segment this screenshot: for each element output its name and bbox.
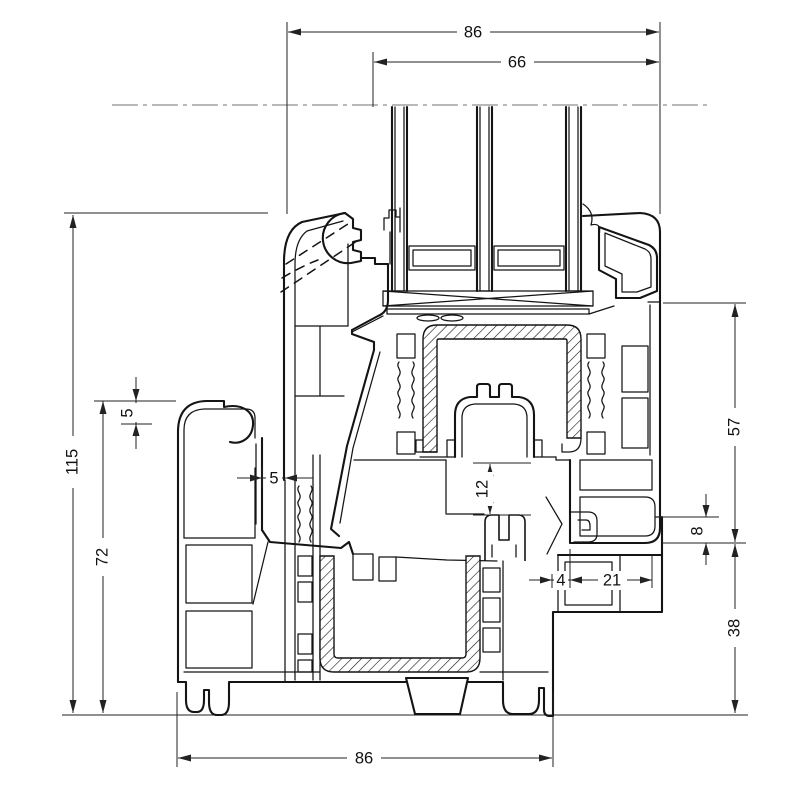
dimension-label: 5 — [269, 469, 278, 487]
dimension-base-height: 38 — [724, 544, 746, 713]
dimension-top-width: 86 — [286, 22, 661, 214]
sash-right-wall — [555, 230, 662, 545]
frame-seal-lip — [545, 496, 563, 555]
glass-pane-middle — [475, 105, 494, 293]
spacer-bar-left — [408, 245, 476, 271]
sash-bottom-hook — [569, 511, 598, 543]
dimension-glazing-width: 66 — [372, 52, 659, 107]
gasket-bulb — [321, 211, 363, 265]
frame-chambers-right — [482, 560, 504, 681]
dimension-label: 86 — [355, 749, 373, 767]
frame-rebate-surface — [260, 528, 355, 556]
hardware-channel — [419, 382, 557, 459]
dimension-label: 86 — [464, 23, 482, 41]
dimension-label: 12 — [473, 480, 491, 498]
frame-bottom-feet — [176, 671, 555, 718]
dimension-label: 115 — [63, 449, 81, 475]
spacer-bar-right — [493, 245, 565, 271]
dimension-overlap: 8 — [659, 494, 719, 565]
steel-reinforcement-sash — [415, 324, 582, 453]
dimension-label: 5 — [118, 408, 136, 417]
frame-profile — [176, 399, 664, 718]
coextruded-gasket-dashed — [280, 221, 358, 293]
dimension-frame-height: 72 — [92, 400, 176, 713]
screw-boss-left — [396, 333, 416, 455]
dimension-label: 57 — [725, 418, 743, 436]
screw-boss-right — [586, 333, 606, 455]
glazing-unit — [351, 105, 615, 333]
dimension-label: 72 — [93, 548, 111, 566]
dimension-sash-clearance: 12 — [473, 462, 531, 516]
gasket-carrier — [484, 514, 526, 561]
dimension-bottom-width: 86 — [176, 692, 554, 768]
sash-left-slant-wall — [329, 328, 376, 538]
sash-profile — [329, 203, 662, 545]
dimensions: 86 66 115 72 — [62, 22, 746, 768]
dimension-rebate-step: 5 — [118, 377, 152, 449]
dimension-label: 4 — [556, 571, 565, 589]
dimension-label: 8 — [688, 526, 706, 535]
dimension-label: 66 — [508, 53, 526, 71]
glass-pane-right — [564, 105, 583, 293]
glass-pane-left — [390, 105, 409, 293]
dimension-frame-gap: 5 — [237, 467, 313, 489]
dimension-label: 21 — [603, 571, 621, 589]
frame-screw-boss — [284, 454, 321, 683]
dimension-label: 38 — [725, 619, 743, 637]
dimension-lip-width: 21 — [598, 556, 653, 590]
dimension-total-height: 115 — [62, 212, 268, 713]
setting-block — [351, 290, 615, 333]
steel-reinforcement-frame — [319, 555, 481, 673]
bead-chambers — [294, 243, 349, 397]
dimension-gasket-gap: 4 — [529, 549, 652, 590]
dimension-sash-height: 57 — [662, 302, 746, 544]
glazing-bead-profile — [280, 207, 401, 482]
frame-chambers-left — [183, 408, 269, 669]
sash-glazing-bead-right — [581, 203, 662, 300]
